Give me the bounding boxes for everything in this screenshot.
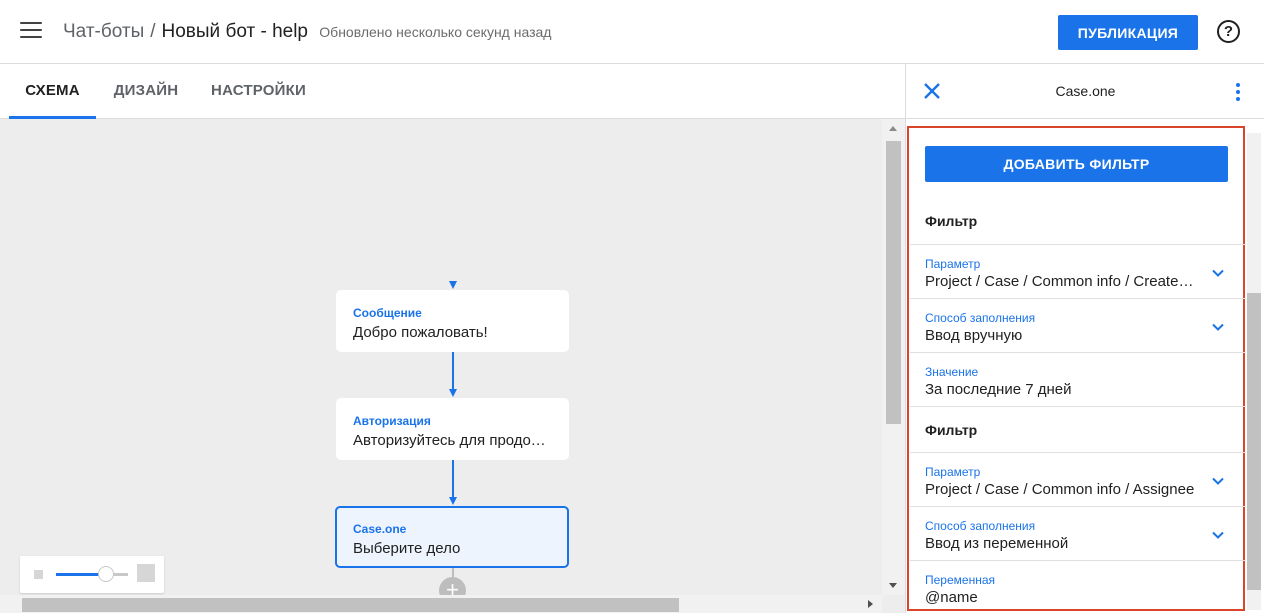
updated-status: Обновлено несколько секунд назад xyxy=(319,24,552,40)
help-icon[interactable]: ? xyxy=(1217,20,1240,43)
flow-node-message[interactable]: Сообщение Добро пожаловать! xyxy=(336,290,569,352)
zoom-in-icon[interactable] xyxy=(137,564,155,582)
tab-settings[interactable]: НАСТРОЙКИ xyxy=(211,82,306,99)
arrow-head-icon xyxy=(449,389,457,397)
node-text: Выберите дело xyxy=(353,540,461,557)
zoom-control xyxy=(20,556,164,593)
field-value: За последние 7 дней xyxy=(925,381,1072,398)
field-value: Project / Case / Common info / Assignee xyxy=(925,481,1195,498)
filter-heading: Фильтр xyxy=(925,213,978,229)
field-value: Project / Case / Common info / Created d… xyxy=(925,273,1198,290)
node-settings-panel: Case.one ДОБАВИТЬ ФИЛЬТР Фильтр Параметр… xyxy=(905,64,1264,613)
node-type-label: Case.one xyxy=(353,522,407,536)
filter-variable-field[interactable]: Переменная @name xyxy=(910,560,1246,609)
breadcrumb-current: Новый бот - help xyxy=(161,21,308,42)
tab-design[interactable]: ДИЗАЙН xyxy=(113,82,179,99)
field-value: Ввод из переменной xyxy=(925,535,1069,552)
zoom-out-icon[interactable] xyxy=(34,570,43,579)
scroll-right-arrow-icon[interactable] xyxy=(868,600,873,608)
arrow-head-icon xyxy=(449,497,457,505)
scrollbar-thumb[interactable] xyxy=(886,141,901,424)
panel-body: ДОБАВИТЬ ФИЛЬТР Фильтр Параметр Project … xyxy=(906,125,1264,613)
panel-title: Case.one xyxy=(1055,83,1116,99)
filter-value-field[interactable]: Значение За последние 7 дней xyxy=(910,352,1246,406)
flow-node-authorization[interactable]: Авторизация Авторизуйтесь для продолжени… xyxy=(336,398,569,460)
field-label: Способ заполнения xyxy=(925,519,1036,533)
scroll-down-arrow-icon[interactable] xyxy=(889,583,897,588)
node-text: Авторизуйтесь для продолжения xyxy=(353,432,552,449)
zoom-slider[interactable] xyxy=(56,566,128,582)
flow-connectors xyxy=(449,151,457,579)
hamburger-menu-icon[interactable] xyxy=(20,22,42,40)
breadcrumb: Чат-боты/Новый бот - help Обновлено неск… xyxy=(63,21,551,43)
add-filter-button[interactable]: ДОБАВИТЬ ФИЛЬТР xyxy=(925,146,1228,182)
breadcrumb-separator: / xyxy=(150,21,156,42)
scrollbar-thumb[interactable] xyxy=(22,598,679,612)
arrow-head-icon xyxy=(449,281,457,289)
tab-bar: СХЕМА ДИЗАЙН НАСТРОЙКИ xyxy=(0,64,905,119)
app-header: Чат-боты/Новый бот - help Обновлено неск… xyxy=(0,0,1264,64)
filter-heading: Фильтр xyxy=(925,422,978,438)
filters-section: ДОБАВИТЬ ФИЛЬТР Фильтр Параметр Project … xyxy=(907,126,1246,611)
field-value: @name xyxy=(925,589,978,606)
chevron-down-icon xyxy=(1212,269,1224,277)
chevron-down-icon xyxy=(1212,477,1224,485)
field-value: Ввод вручную xyxy=(925,327,1023,344)
panel-scrollbar[interactable] xyxy=(1247,133,1261,610)
field-label: Значение xyxy=(925,365,979,379)
field-label: Способ заполнения xyxy=(925,311,1036,325)
filter-parameter-select[interactable]: Параметр Project / Case / Common info / … xyxy=(910,452,1246,506)
filter-divider xyxy=(910,406,1246,452)
breadcrumb-chatbots-link[interactable]: Чат-боты xyxy=(63,21,145,42)
zoom-slider-fill xyxy=(56,573,107,576)
chevron-down-icon xyxy=(1212,531,1224,539)
field-label: Переменная xyxy=(925,573,995,587)
scroll-up-arrow-icon[interactable] xyxy=(889,126,897,131)
node-text: Добро пожаловать! xyxy=(353,324,488,341)
chevron-down-icon xyxy=(1212,323,1224,331)
tab-schema[interactable]: СХЕМА xyxy=(9,64,96,119)
canvas-vertical-scrollbar[interactable] xyxy=(882,119,905,595)
flow-canvas[interactable]: Сообщение Добро пожаловать! Авторизация … xyxy=(0,119,905,613)
field-label: Параметр xyxy=(925,465,981,479)
zoom-slider-thumb[interactable] xyxy=(98,566,115,582)
flow-node-case-one[interactable]: Case.one Выберите дело xyxy=(335,506,569,568)
node-type-label: Авторизация xyxy=(353,414,431,428)
filter-fill-method-select[interactable]: Способ заполнения Ввод из переменной xyxy=(910,506,1246,560)
panel-header: Case.one xyxy=(906,64,1264,119)
filter-parameter-select[interactable]: Параметр Project / Case / Common info / … xyxy=(910,244,1246,298)
scrollbar-thumb[interactable] xyxy=(1247,293,1261,590)
node-type-label: Сообщение xyxy=(353,306,422,320)
field-label: Параметр xyxy=(925,257,981,271)
close-icon[interactable] xyxy=(922,81,942,101)
publish-button[interactable]: ПУБЛИКАЦИЯ xyxy=(1058,15,1198,50)
filter-fill-method-select[interactable]: Способ заполнения Ввод вручную xyxy=(910,298,1246,352)
canvas-horizontal-scrollbar[interactable] xyxy=(0,595,882,613)
more-vert-icon[interactable] xyxy=(1233,83,1243,103)
